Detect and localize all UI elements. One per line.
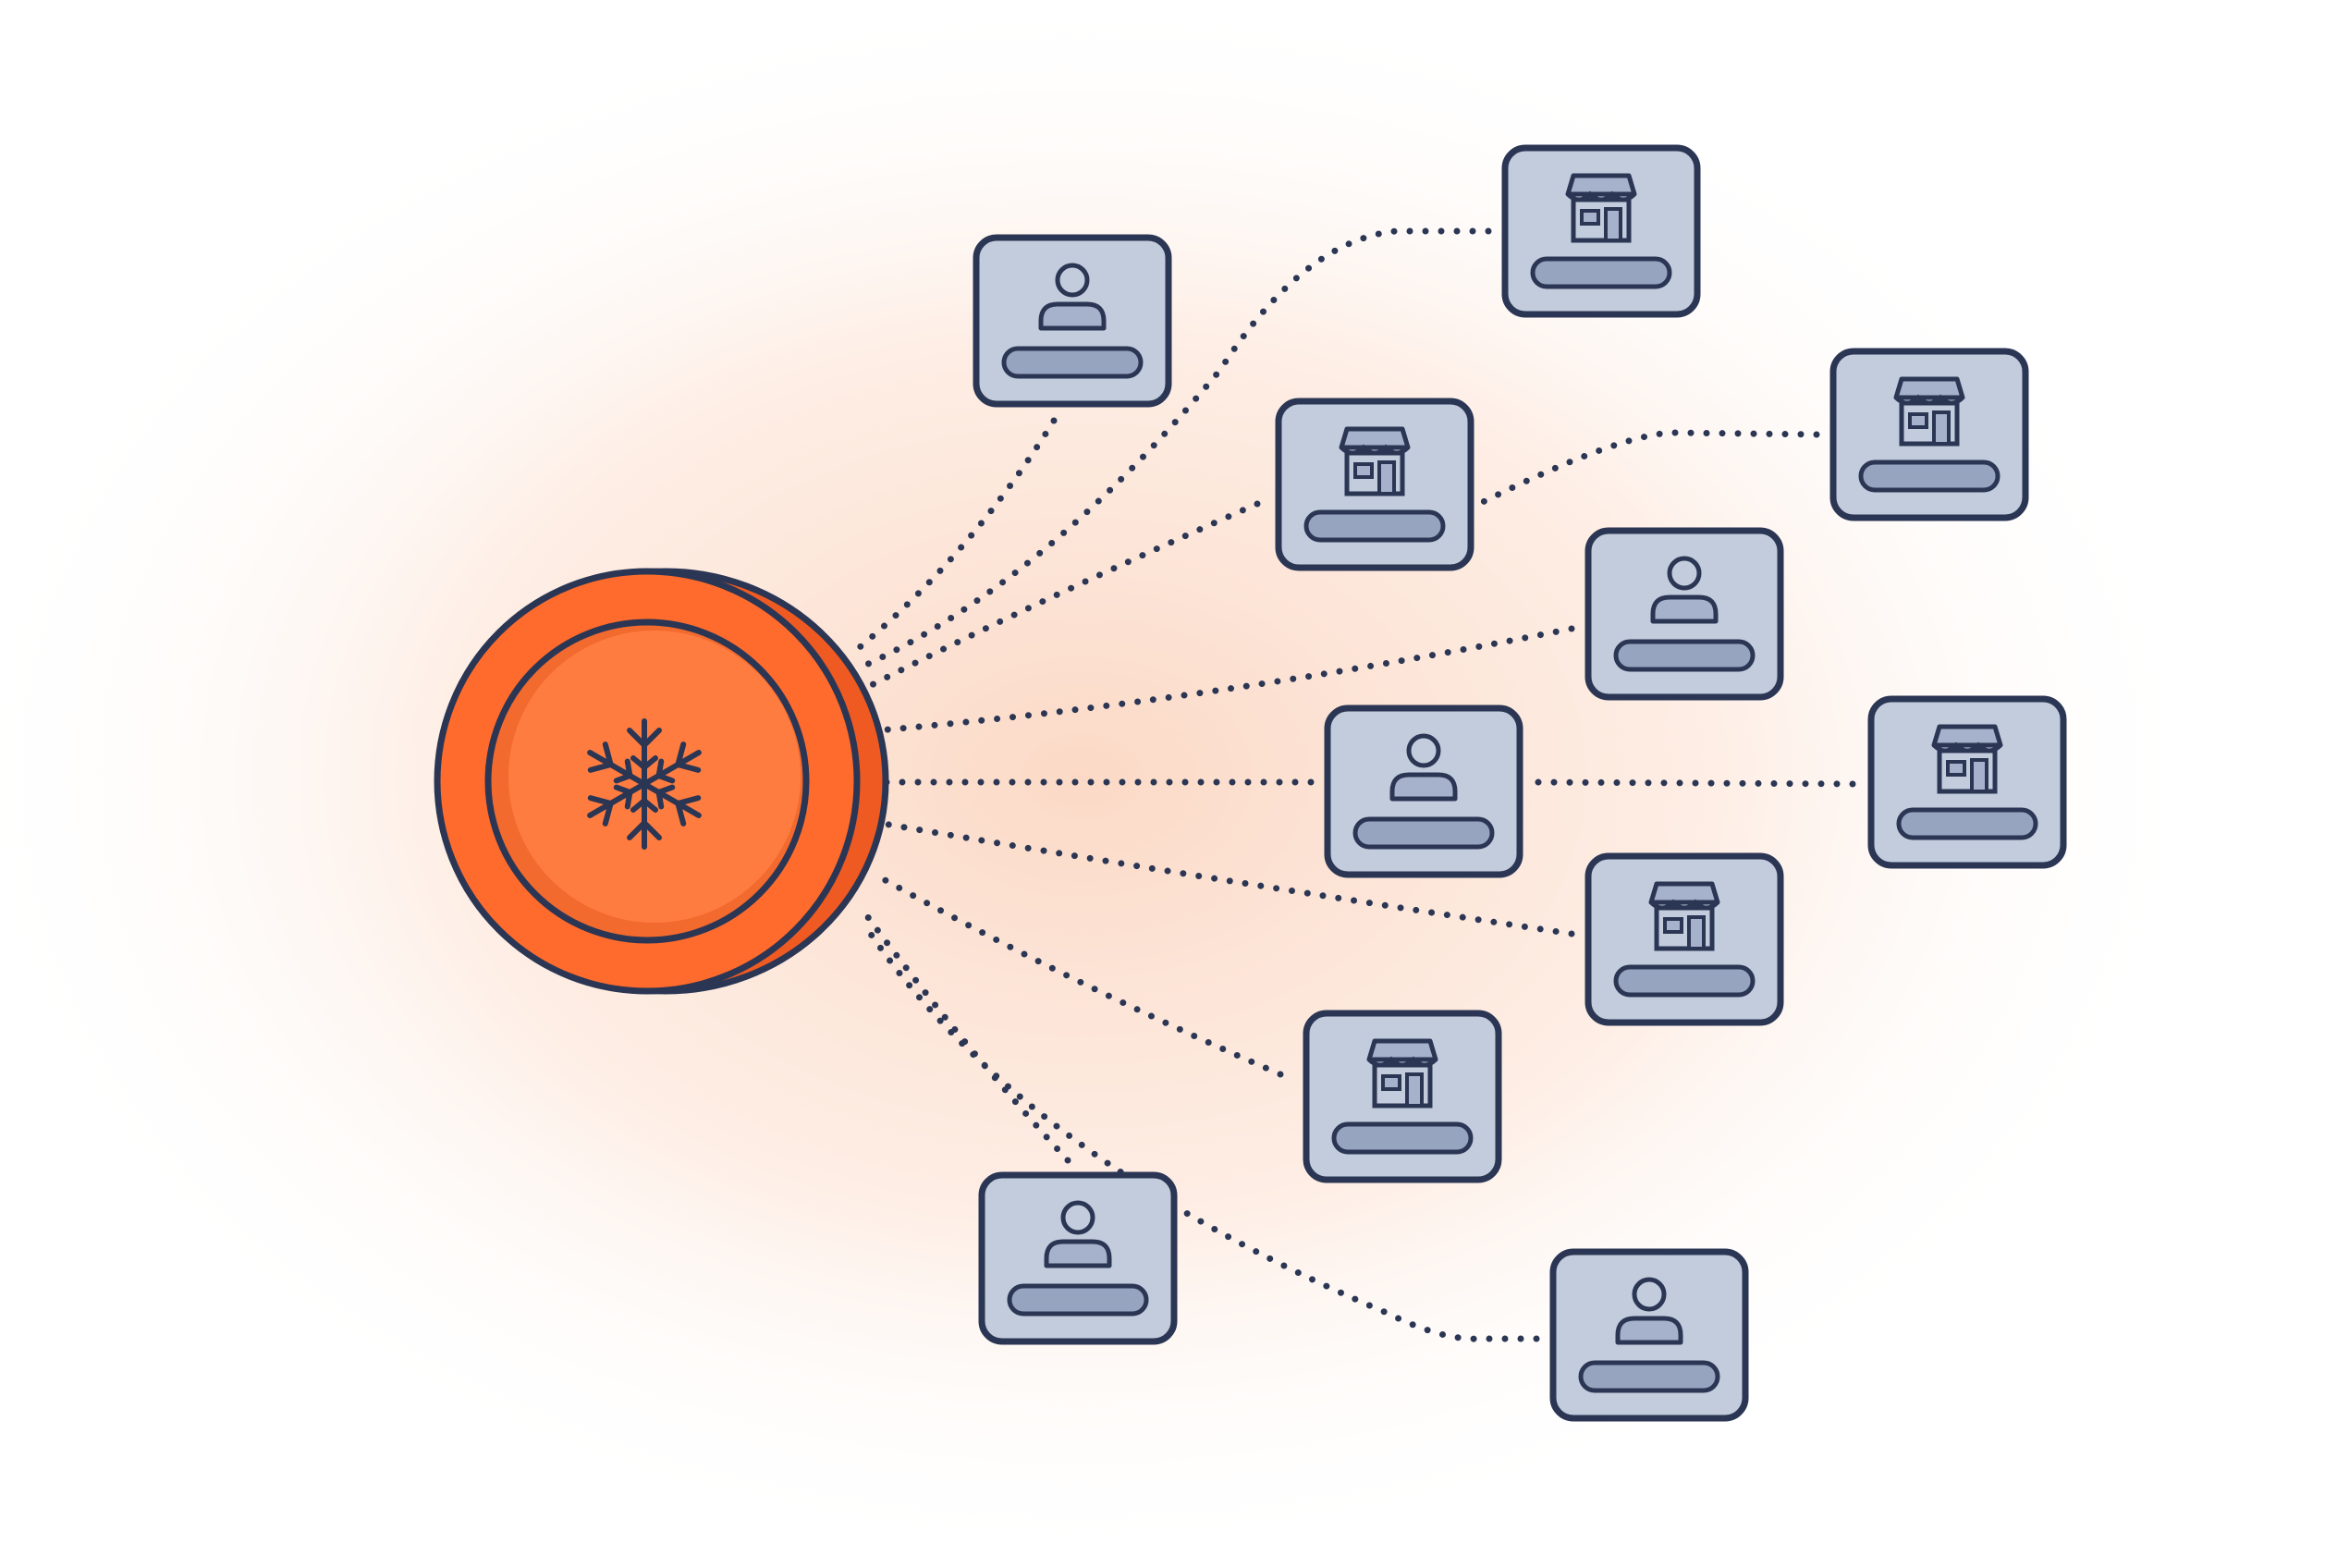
- card-label-bar: [1352, 816, 1495, 850]
- connector-store-1: [861, 227, 1492, 669]
- store-icon: [1565, 173, 1637, 243]
- store-icon: [1339, 426, 1411, 496]
- store-icon: [1648, 881, 1720, 951]
- person-icon: [1650, 556, 1719, 624]
- card-label-bar: [1530, 256, 1672, 289]
- connector-store-5: [875, 819, 1575, 937]
- card-label-bar: [1896, 807, 2038, 840]
- store-card: [1501, 144, 1701, 318]
- connector-person-2: [875, 625, 1575, 734]
- card-label-bar: [1007, 1283, 1149, 1317]
- card-label-bar: [1001, 346, 1144, 379]
- connector-store-3: [1475, 429, 1820, 508]
- store-card: [1275, 398, 1474, 571]
- person-icon: [1389, 733, 1458, 802]
- snowflake-icon: [587, 718, 702, 850]
- person-icon: [1615, 1277, 1683, 1345]
- store-card: [1303, 1010, 1502, 1183]
- card-label-bar: [1578, 1360, 1720, 1393]
- person-card: [978, 1171, 1178, 1345]
- store-card: [1585, 852, 1784, 1026]
- person-card: [1585, 527, 1784, 701]
- person-icon: [1038, 263, 1107, 331]
- store-card: [1829, 348, 2029, 521]
- store-icon: [1366, 1038, 1438, 1109]
- connectors: [856, 227, 1856, 1342]
- connector-store-6: [870, 870, 1284, 1078]
- connector-person-5: [861, 921, 1540, 1342]
- person-icon: [1044, 1200, 1112, 1268]
- person-card: [1549, 1248, 1749, 1422]
- connector-store-4: [1527, 778, 1856, 788]
- card-label-bar: [1858, 459, 2001, 493]
- hub-coin: [434, 568, 889, 995]
- store-card: [1867, 695, 2067, 869]
- connector-person-4: [856, 902, 1071, 1164]
- card-label-bar: [1303, 509, 1446, 543]
- person-card: [1324, 704, 1523, 878]
- nodes: [973, 144, 2067, 1422]
- card-label-bar: [1613, 964, 1756, 998]
- card-label-bar: [1331, 1121, 1474, 1155]
- card-label-bar: [1613, 639, 1756, 672]
- store-icon: [1893, 376, 1965, 447]
- store-icon: [1931, 724, 2003, 794]
- person-card: [973, 234, 1172, 408]
